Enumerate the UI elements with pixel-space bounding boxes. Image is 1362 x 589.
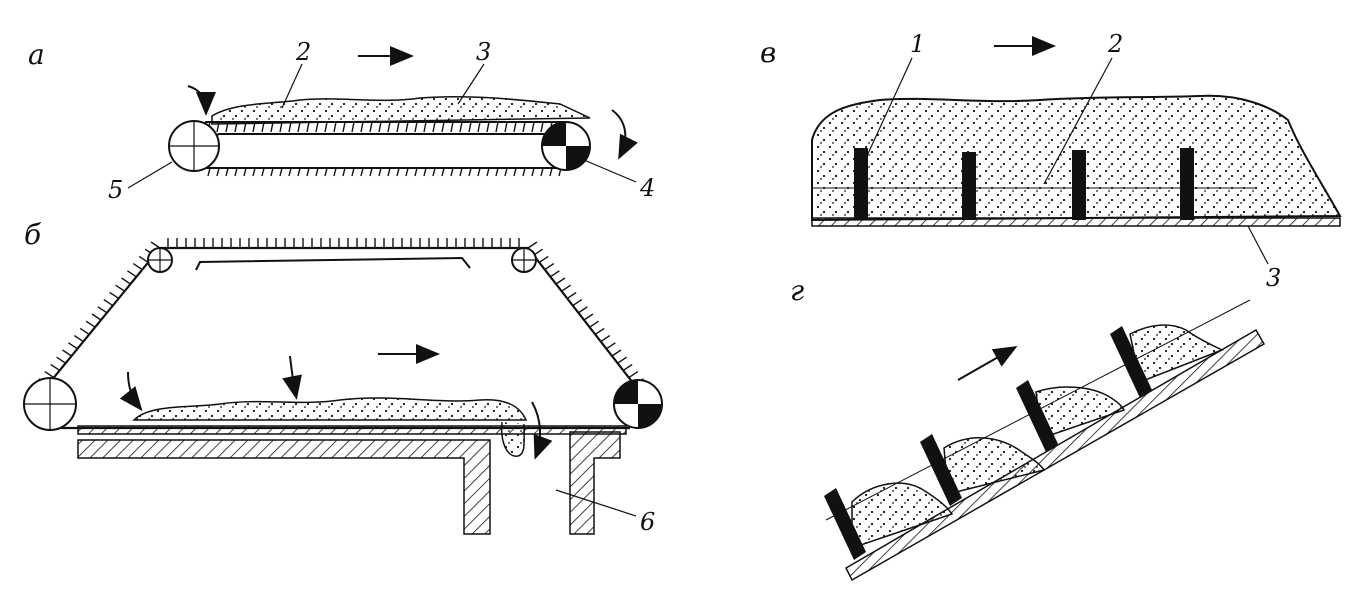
panel-g-pile-1 — [851, 482, 954, 550]
label-v-1: 1 — [910, 30, 925, 58]
panel-b-letter: б — [24, 218, 42, 251]
label-a-2: 2 — [295, 38, 311, 66]
panel-v: в 1 2 3 — [760, 30, 1342, 292]
panel-b-belt — [41, 246, 641, 393]
panel-a-letter: а — [28, 38, 45, 71]
panel-v-flight-2 — [962, 152, 976, 220]
panel-b: б — [23, 218, 663, 536]
panel-b-belt-hatch — [38, 238, 644, 386]
panel-a-feed-arrow — [187, 85, 216, 116]
panel-b-tail-pulley — [23, 377, 77, 431]
panel-g-pile-2 — [943, 437, 1046, 495]
label-a-3: 3 — [476, 38, 491, 66]
label-v-2: 2 — [1107, 30, 1123, 58]
panel-a-material — [211, 95, 591, 125]
panel-b-material — [132, 397, 528, 421]
label-b-6: 6 — [640, 508, 655, 536]
panel-v-letter: в — [760, 36, 776, 69]
panel-b-discharge-arrow — [531, 401, 553, 460]
panel-v-flight-3 — [1072, 150, 1086, 220]
panel-g-flight-1 — [824, 488, 866, 560]
panel-b-drive-pulley — [613, 379, 663, 429]
panel-b-feed-arrow-2 — [282, 355, 302, 400]
panel-g-letter: г — [790, 274, 804, 307]
panel-v-flight-1 — [854, 148, 868, 220]
label-a-4: 4 — [639, 174, 655, 202]
panel-g-flight-3 — [1016, 380, 1058, 452]
panel-v-flight-4 — [1180, 148, 1194, 220]
panel-b-right-block — [569, 431, 621, 535]
label-a-5: 5 — [108, 176, 123, 204]
panel-a: а 2 3 4 5 — [28, 38, 655, 204]
label-v-3: 3 — [1266, 264, 1281, 292]
panel-b-left-block — [77, 439, 491, 535]
tail-pulley — [168, 120, 220, 172]
panel-g-direction-arrow — [957, 346, 1018, 381]
panel-a-belt — [205, 121, 566, 169]
panel-g-pile-4 — [1129, 324, 1224, 384]
panel-g-flight-4 — [1110, 326, 1152, 398]
panel-g: г — [790, 274, 1266, 582]
panel-a-discharge-arrow — [611, 109, 638, 160]
panel-b-feed-arrow-1 — [119, 371, 143, 412]
panel-g-flight-2 — [920, 434, 962, 506]
panel-g-base — [845, 328, 1266, 582]
drive-pulley — [541, 121, 591, 171]
panel-a-hatch-top — [207, 121, 562, 177]
